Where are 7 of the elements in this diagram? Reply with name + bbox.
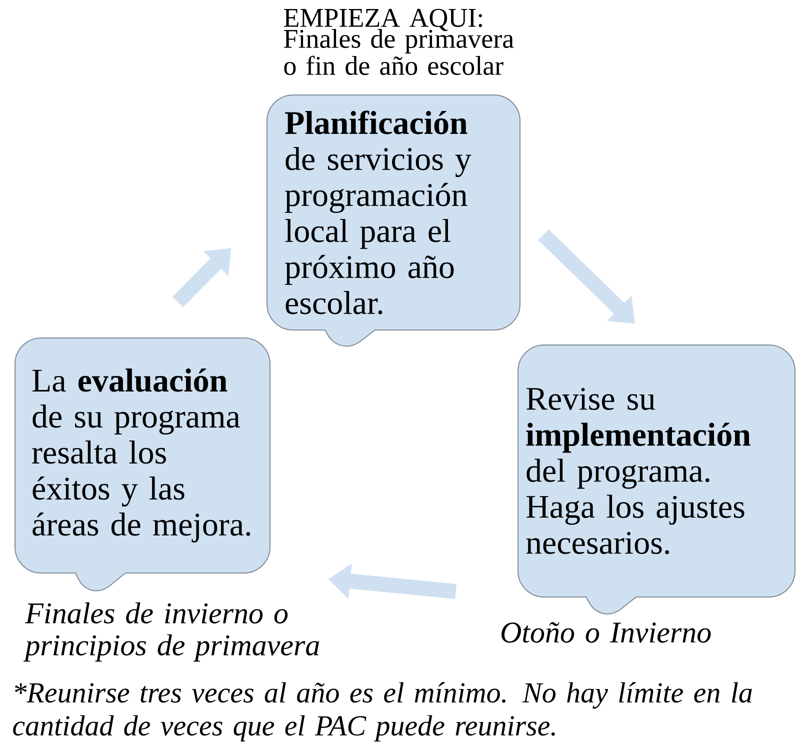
- heading-text: Finales de primavera o fin de año escolar: [284, 28, 514, 75]
- time-caption: Finales de invierno o principios de primavera: [23, 602, 320, 662]
- footnote-text: *Reunirse tres veces al año es el mínimo. No hay límite en la cantidad de veces que el PAC puede reunirse.: [13, 682, 752, 742]
- callout-box: Planificación de servicios y programación local para el próximo año escolar.: [266, 94, 520, 347]
- time-caption: Otoño o Invierno: [502, 622, 711, 643]
- callout-box: La evaluación de su programa resalta los éxitos y las áreas de mejora.: [14, 338, 270, 592]
- callout-box: Revise su implementación del programa. Haga los ajustes necesarios.: [518, 344, 796, 614]
